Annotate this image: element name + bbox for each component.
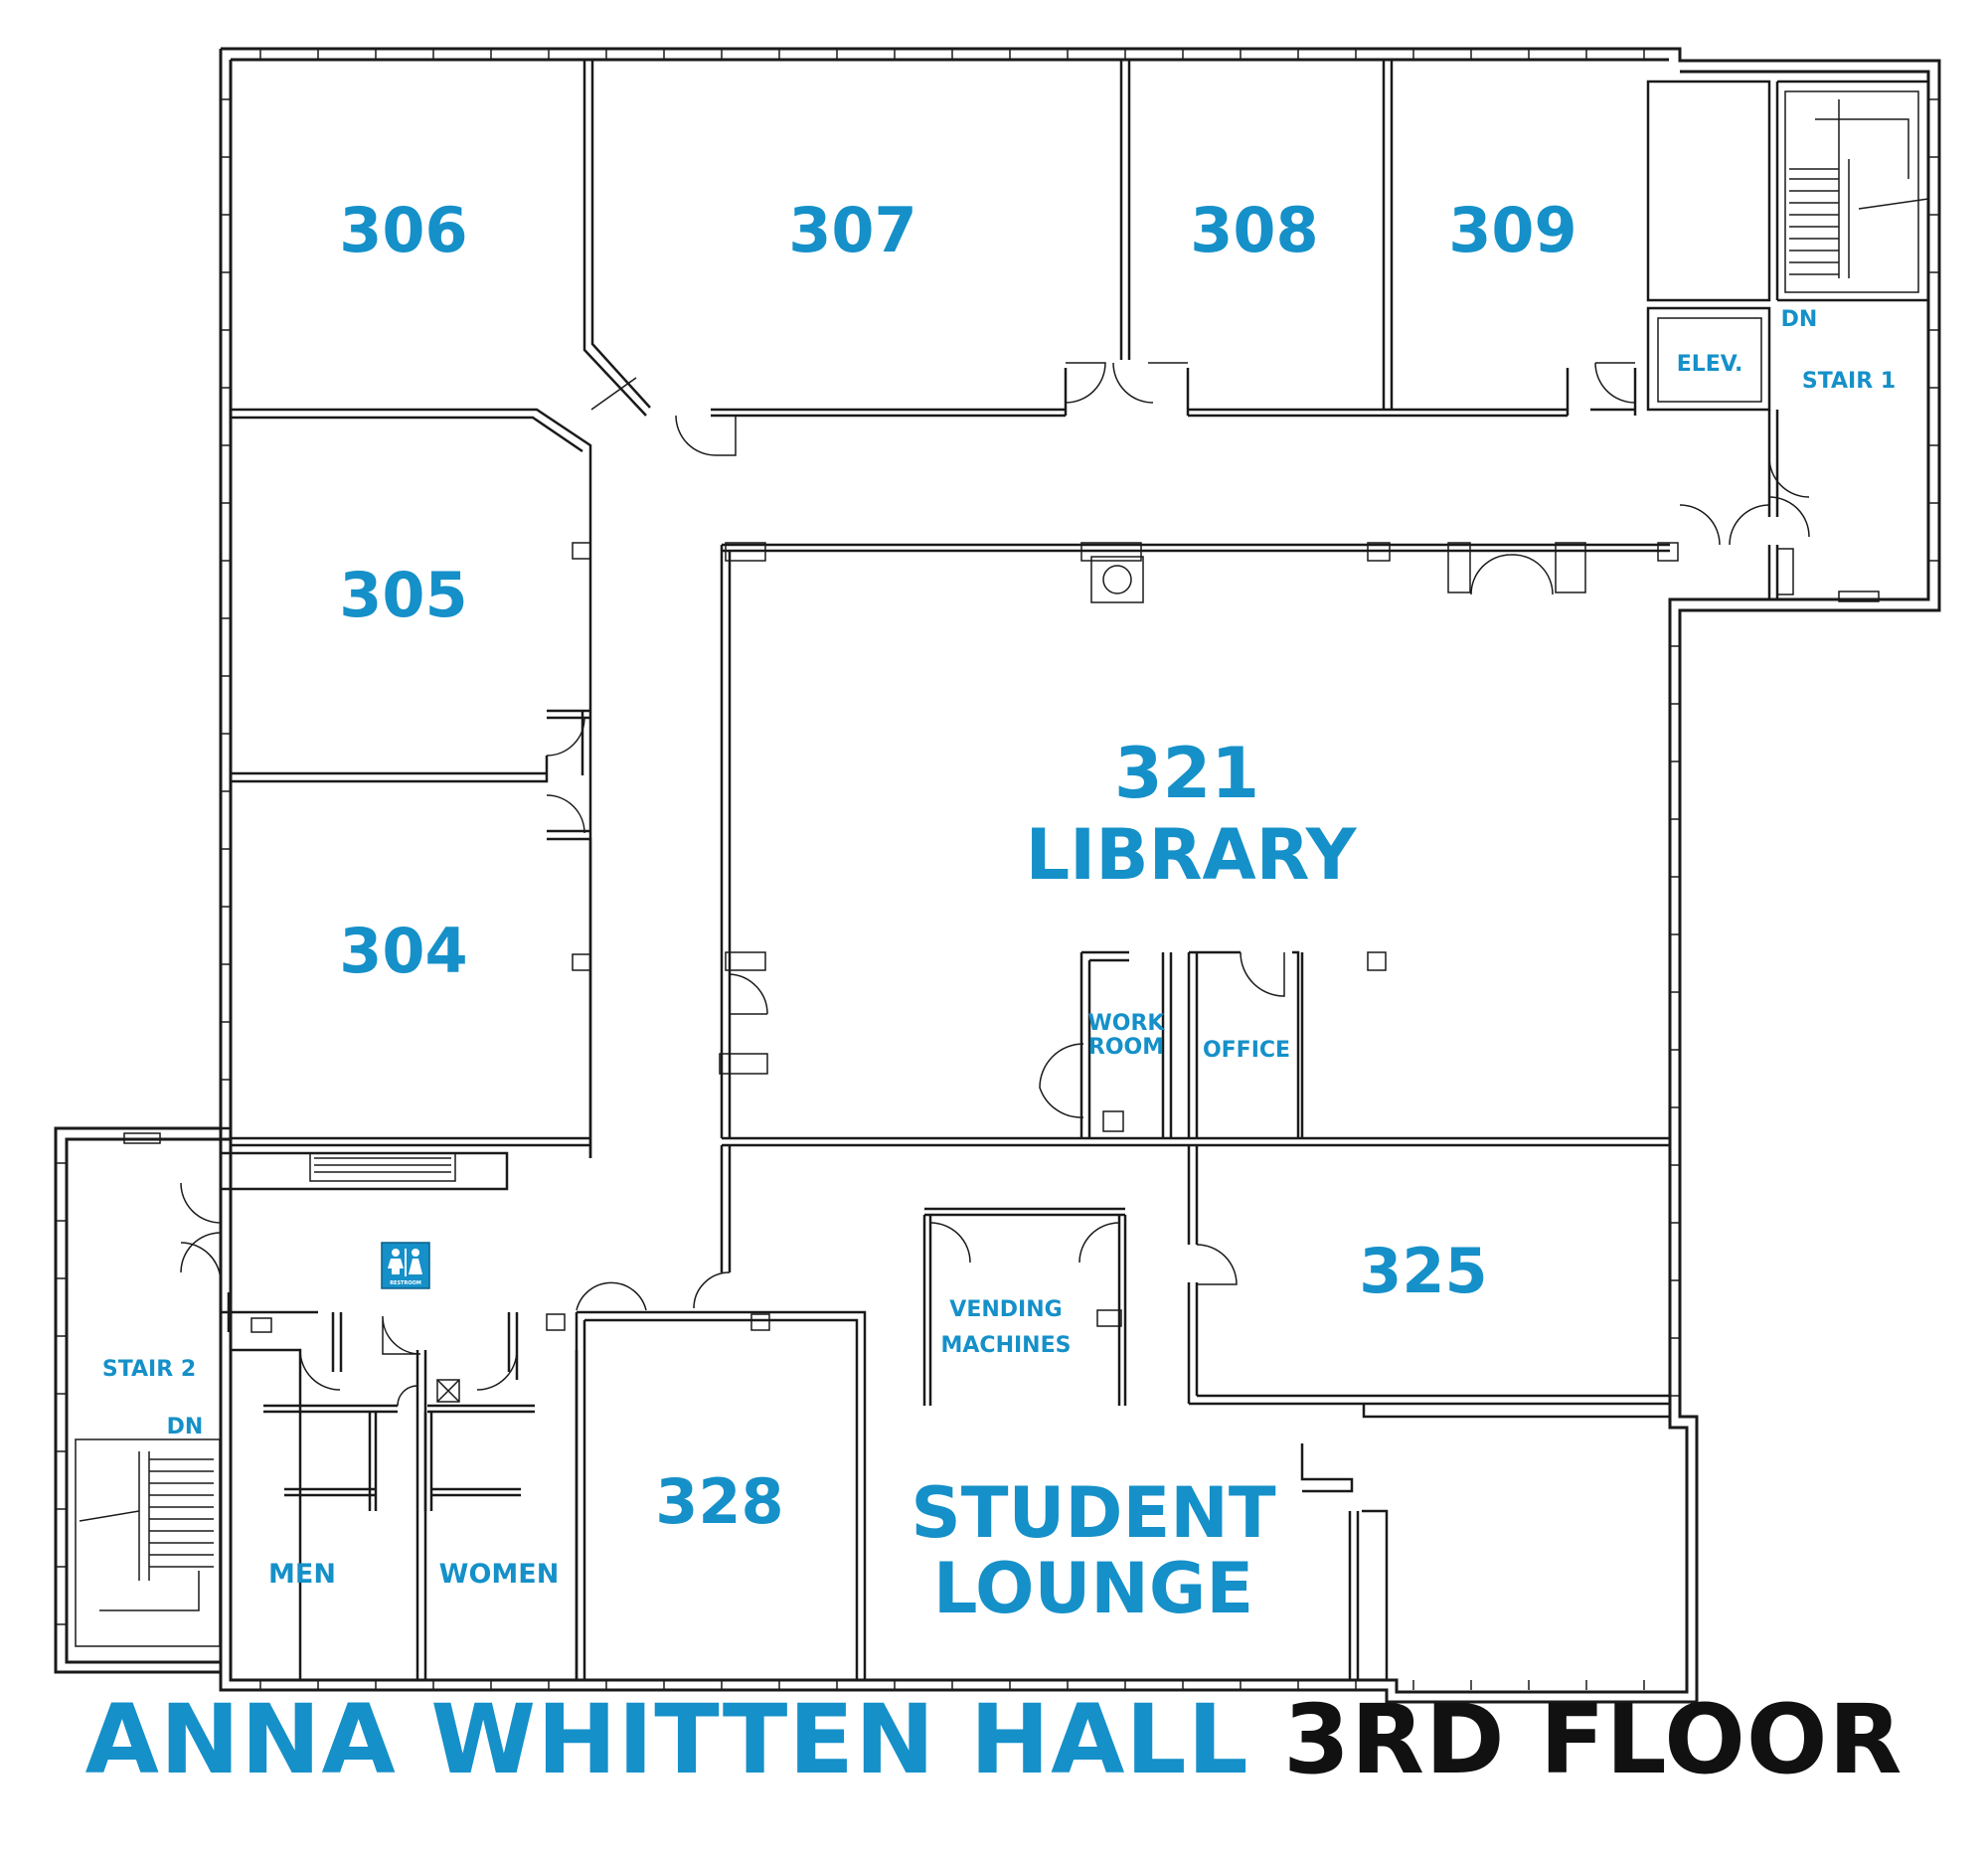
room-labels: 306 307 308 309 305 304 321 LIBRARY WORK… (102, 194, 1896, 1629)
window-marks (56, 49, 1939, 1690)
office-label: OFFICE (1203, 1038, 1290, 1063)
restroom-walls (221, 1310, 579, 1680)
vending-label-line2: MACHINES (941, 1333, 1072, 1358)
womens-restroom-label: WOMEN (439, 1559, 560, 1590)
room-309-label: 309 (1448, 194, 1576, 266)
stair-2-down-label: DN (167, 1415, 204, 1439)
west-rooms-walls (231, 542, 592, 1158)
work-room-label-line2: ROOM (1088, 1035, 1164, 1060)
room-325-label: 325 (1359, 1235, 1487, 1307)
stair-2-label: STAIR 2 (102, 1357, 196, 1382)
mens-restroom-label: MEN (268, 1559, 336, 1590)
restroom-sign-text: RESTROOM (390, 1280, 421, 1286)
north-rooms-walls (231, 60, 1637, 711)
floor-name: 3RD FLOOR (1283, 1684, 1904, 1795)
stair-1-and-elevator (1646, 80, 1929, 602)
room-304-label: 304 (339, 915, 467, 987)
room-306-label: 306 (339, 194, 467, 266)
exterior-walls (54, 47, 1941, 1704)
floor-plan-title: ANNA WHITTEN HALL 3RD FLOOR (0, 1685, 1988, 1794)
vending-label-line1: VENDING (949, 1297, 1062, 1322)
student-lounge-label-line1: STUDENT (911, 1472, 1276, 1554)
room-307-label: 307 (788, 194, 916, 266)
stair-1-down-label: DN (1781, 307, 1818, 332)
room-308-label: 308 (1190, 194, 1318, 266)
room-325-walls (1187, 1145, 1670, 1419)
elevator-label: ELEV. (1677, 352, 1743, 377)
lounge-walls (693, 1145, 1389, 1680)
stair-1-label: STAIR 1 (1802, 369, 1896, 394)
stair-2 (75, 1132, 509, 1647)
library-walls (719, 542, 1679, 1147)
work-room-label-line1: WORK (1088, 1011, 1166, 1036)
room-321-name: LIBRARY (1026, 814, 1358, 896)
room-328-label: 328 (655, 1465, 783, 1538)
room-321-number: 321 (1114, 733, 1259, 814)
room-305-label: 305 (339, 559, 467, 631)
restroom-sign-icon: RESTROOM (381, 1242, 430, 1289)
building-name: ANNA WHITTEN HALL (84, 1684, 1249, 1795)
student-lounge-label-line2: LOUNGE (933, 1548, 1253, 1629)
